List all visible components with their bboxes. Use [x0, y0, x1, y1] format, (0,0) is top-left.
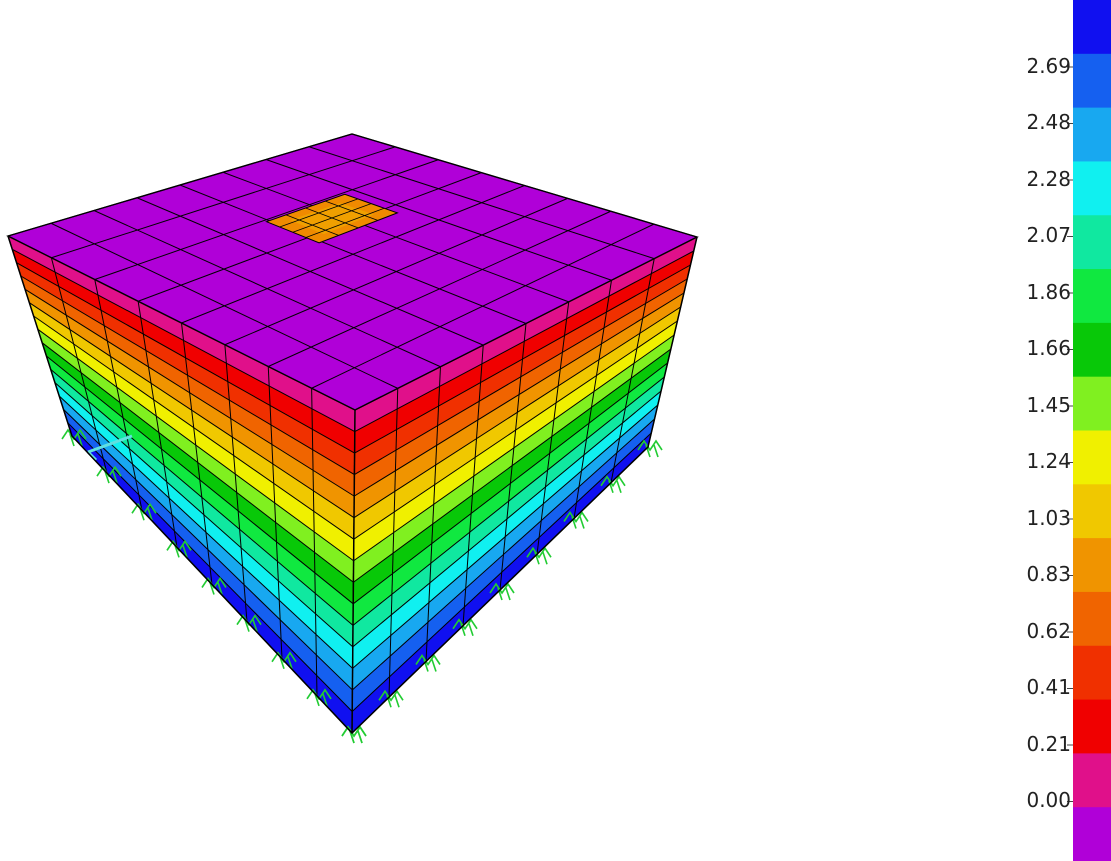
mesh-line [224, 197, 568, 346]
fixed-support-icon [489, 582, 515, 601]
contour-band [54, 382, 353, 669]
fixed-support-icon [452, 618, 478, 637]
building-model [6, 133, 699, 744]
mesh-line [311, 223, 655, 389]
mesh-line [462, 345, 484, 626]
contour-band [353, 349, 671, 604]
contour-band [353, 363, 668, 626]
mesh-line [351, 133, 698, 238]
roof-slab [6, 133, 699, 411]
contour-band [352, 433, 652, 733]
mesh-line [137, 301, 178, 548]
mesh-line [181, 322, 213, 585]
mesh-line [354, 236, 698, 411]
contour-band [63, 409, 353, 712]
fixed-support-icon [637, 439, 663, 458]
mesh-line [268, 210, 611, 367]
contour-band [37, 329, 354, 583]
mesh-line [224, 344, 248, 622]
mesh-line [308, 146, 655, 260]
roof-opening [265, 193, 399, 244]
contour-band [25, 289, 355, 518]
left-wall [7, 235, 356, 734]
contour-band [354, 279, 688, 497]
contour-band [354, 251, 694, 454]
contour-band [353, 321, 678, 561]
contour-band [352, 391, 662, 669]
contour-band [353, 335, 675, 583]
mesh-line [610, 258, 655, 483]
opening-floor [290, 203, 374, 235]
mesh-line [325, 200, 378, 221]
mesh-line [222, 171, 569, 303]
right-wall [351, 236, 698, 734]
contour-band [354, 265, 691, 475]
mesh-line [265, 159, 612, 281]
contour-band [354, 237, 697, 432]
contour-band [8, 236, 355, 432]
mesh-line [50, 257, 108, 474]
fixed-support-icon [378, 689, 404, 708]
contour-band [59, 396, 353, 690]
mesh-line [425, 366, 441, 662]
contour-band [42, 342, 354, 604]
contour-band [352, 405, 658, 690]
contour-band [33, 316, 354, 561]
contour-band [20, 276, 355, 497]
support-markers [61, 428, 663, 744]
fixed-support-icon [563, 511, 589, 529]
mesh-line [305, 207, 385, 238]
mesh-line [388, 388, 399, 698]
fixed-support-icon [415, 654, 441, 672]
mesh-line [311, 388, 318, 696]
fixed-support-icon [600, 475, 626, 494]
fixed-support-icon [341, 725, 367, 744]
outline-edge [351, 409, 356, 734]
mesh-line [292, 203, 372, 233]
mesh-line [94, 279, 143, 511]
fixed-support-icon [526, 546, 552, 565]
contour-band [352, 419, 655, 712]
mesh-line [499, 323, 527, 591]
contour-band [12, 249, 355, 454]
mesh-line [573, 280, 612, 519]
contour-band [29, 302, 355, 540]
mesh-line [181, 185, 525, 324]
mesh-line [536, 301, 570, 555]
contour-band [67, 422, 353, 733]
mesh-line [267, 366, 283, 659]
contour-band [352, 377, 665, 647]
contour-band [46, 356, 354, 626]
contour-band [16, 262, 355, 475]
contour-band [353, 307, 681, 540]
contour-band [354, 293, 684, 518]
